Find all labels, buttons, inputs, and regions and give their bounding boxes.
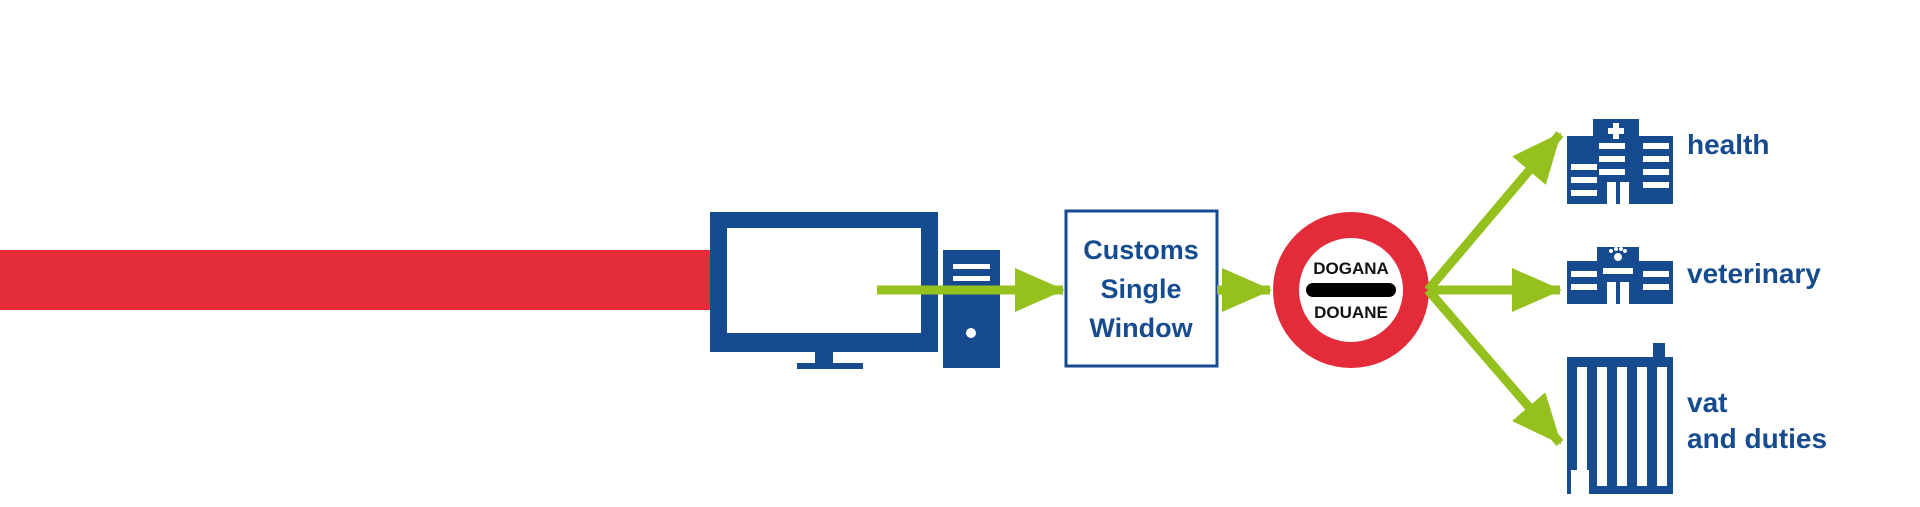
vat-label-line1: vat xyxy=(1687,387,1727,418)
customs-window-line3: Window xyxy=(1089,313,1193,343)
veterinary-building-icon xyxy=(1567,247,1673,304)
customs-single-window-box: Customs Single Window xyxy=(1064,209,1219,368)
customs-window-line1: Customs xyxy=(1083,235,1199,265)
monitor-screen xyxy=(727,228,921,333)
tower-power-button xyxy=(966,328,976,338)
arrow-to-vat xyxy=(1424,287,1564,446)
hospital-building-icon xyxy=(1567,119,1673,204)
tower-slot-bottom xyxy=(953,276,990,281)
computer-tower xyxy=(943,250,1000,368)
tower-slot-top xyxy=(953,264,990,269)
customs-sign-icon: DOGANA DOUANE xyxy=(1273,212,1429,368)
veterinary-label: veterinary xyxy=(1687,258,1821,289)
tax-office-building-icon xyxy=(1567,343,1673,494)
monitor-stand xyxy=(815,352,833,364)
computer-icon xyxy=(710,212,1000,369)
customs-sign-bar xyxy=(1306,283,1396,297)
customs-sign-top-text: DOGANA xyxy=(1313,259,1389,278)
customs-window-line2: Single xyxy=(1100,274,1181,304)
arrow-to-health xyxy=(1424,131,1564,293)
customs-sign-bottom-text: DOUANE xyxy=(1314,303,1388,322)
monitor-base xyxy=(797,363,863,369)
health-label: health xyxy=(1687,129,1769,160)
red-input-band xyxy=(0,250,715,310)
vat-label-line2: and duties xyxy=(1687,423,1827,454)
